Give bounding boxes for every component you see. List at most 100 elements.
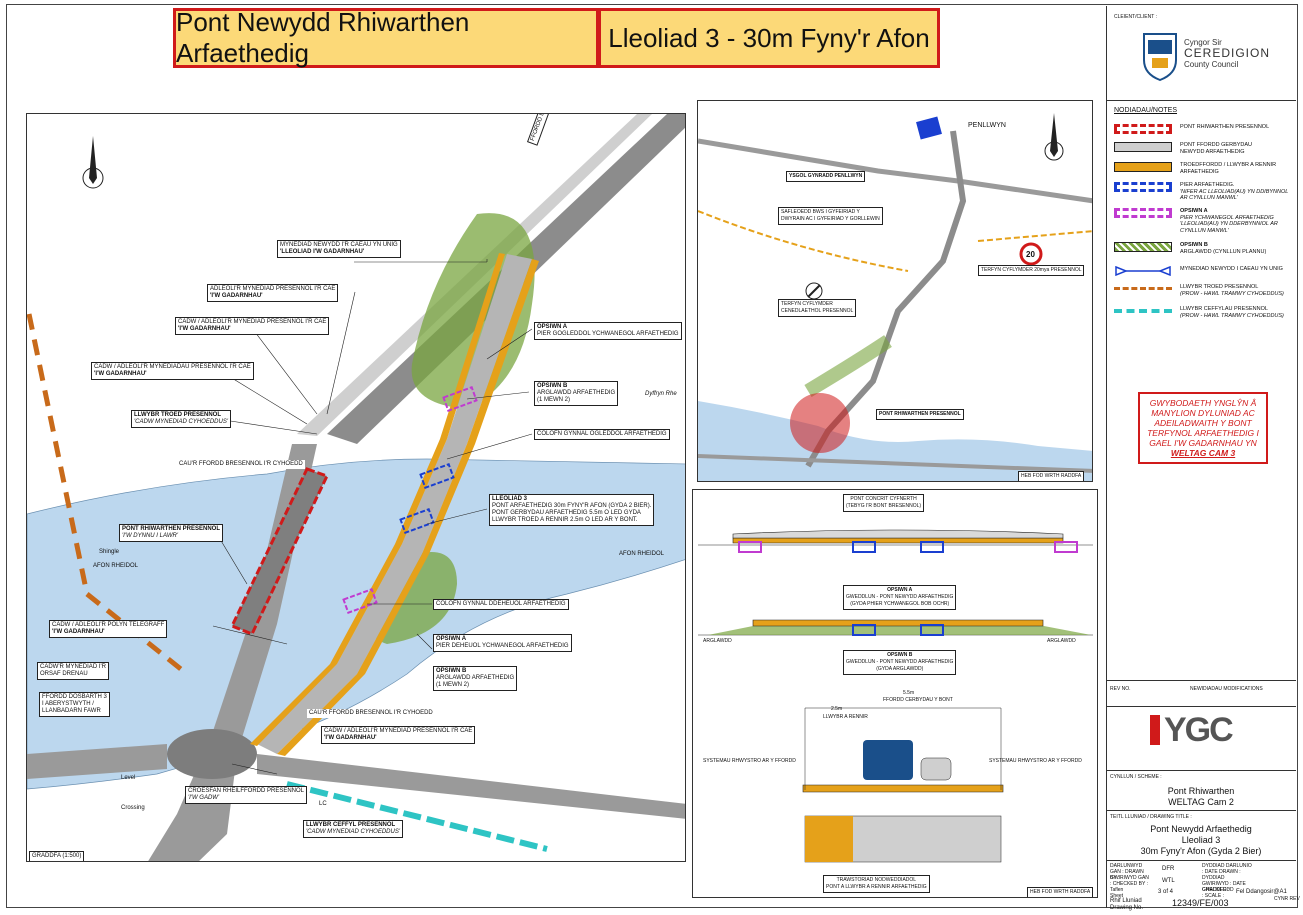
drawing-title-label-text: TEITL LLUNIAD / DRAWING TITLE : <box>1110 814 1192 820</box>
legend-item-existing-bridge: PONT RHIWARTHEN PRESENNOL <box>1114 124 1269 140</box>
sec-opt-b-title: OPSIWN B <box>887 652 913 658</box>
drawn-by-label: DARLUNWYD GAN : DRAWN BY : <box>1110 863 1150 881</box>
sec-title-text2: (TEBYG I'R BONT BRESENNOL) <box>846 503 922 509</box>
sec-no-scale-text: HEB FOD WRTH RADDFA <box>1030 889 1091 895</box>
label-colofn-s: COLOFN GYNNAL DDEHEUOL ARFAETHEDIG <box>433 599 569 610</box>
location-map-svg <box>698 101 1092 481</box>
label-level-text: Level <box>121 775 136 781</box>
rev-table-label: REV NO. <box>1110 686 1131 692</box>
sec-dim-llwybr-text: LLWYBR A RENNIR <box>823 714 868 720</box>
label-opsiwn-b2-title: OPSIWN B <box>436 668 467 674</box>
label-adleoli: ADLEOLI'R MYNEDIAD PRESENNOL I'R CAE'I'W… <box>207 284 339 302</box>
logo-line3: County Council <box>1184 60 1239 69</box>
legend-item-5-text: OPSIWN B <box>1180 242 1208 248</box>
drawing-no-label: Rhif Lluniad Drawing No. <box>1110 898 1156 912</box>
legend-item-4-text2: PIER YCHWANEGOL ARFAETHEDIG 'LLEOLIAD(AU… <box>1180 214 1278 234</box>
sec-title: PONT CONCRIT CYFNERTH(TEBYG I'R BONT BRE… <box>843 494 925 512</box>
pier-option-south <box>342 588 378 614</box>
legend-item-footpath: LLWYBR TROED PRESENNOL(PROW - HAWL TRAMW… <box>1114 284 1284 300</box>
label-croesfan-text: CROESFAN RHEILFFORDD PRESENNOL <box>188 788 305 794</box>
label-llwybr: LLWYBR TROED PRESENNOL'CADW MYNEDIAD CYH… <box>131 410 231 428</box>
loc-label-safle-text2: DWYRAIN AC I GYFEIRIAD Y GORLLEWIN <box>781 216 880 222</box>
loc-label-pont-text: PONT RHIWARTHEN PRESENNOL <box>879 411 961 417</box>
sec-rhwystro2-text: SYSTEMAU RHWYSTRO AR Y FFORDD <box>989 758 1082 764</box>
legend-item-access: MYNEDIAD NEWYDD I CAEAU YN UNIG <box>1114 266 1283 282</box>
tb-divider-2 <box>1106 680 1296 681</box>
mods-label: NEWIDIADAU MODIFICATIONS <box>1190 686 1263 692</box>
sec-rhwystro: SYSTEMAU RHWYSTRO AR Y FFORDD <box>703 758 796 764</box>
label-crossing: Crossing <box>119 804 147 813</box>
drawing3: 30m Fyny'r Afon (Gyda 2 Bier) <box>1140 846 1262 856</box>
label-cadw2-text: CADW / ADLEOLI'R MYNEDIADAU PRESENNOL I'… <box>94 364 251 370</box>
loc-road-main <box>698 138 1092 204</box>
sec-opt-a-text: GWEDDLUN - PONT NEWYDD ARFAETHEDIG <box>846 594 954 600</box>
client-label: CLEIENT/CLIENT : <box>1114 14 1157 20</box>
label-adleoli-sub: 'I'W GADARNHAU' <box>210 293 263 299</box>
main-site-plan[interactable]: FFORDD DOSBARTH 3 MYNEDIAD NEWYDD I'R CA… <box>26 113 686 862</box>
loc-label-terfyn20: TERFYN CYFLYMDER 20mya PRESENNOL <box>978 265 1085 276</box>
label-opsiwn-b-text2: (1 MEWN 2) <box>537 397 570 403</box>
label-cadw-polyn-text: CADW / ADLEOLI'R POLYN TELEGRAFF <box>52 622 165 628</box>
label-lleoliad-title: LLEOLIAD 3 <box>492 496 528 502</box>
legend-item-pier: PIER ARFAETHEDIG.'NIFER AC LLEOLIAD(AU) … <box>1114 182 1290 201</box>
label-croesfan-sub: 'I'W GADW' <box>188 795 220 801</box>
location-map[interactable]: PENLLWYN YSGOL GYNRADD PENLLWYN SAFLEOED… <box>697 100 1093 482</box>
north-arrow <box>82 136 104 189</box>
scheme2: WELTAG Cam 2 <box>1168 797 1234 807</box>
label-cadw1: CADW / ADLEOLI'R MYNEDIAD PRESENNOL I'R … <box>175 317 330 335</box>
label-ffordd3-text: FFORDD DOSBARTH 3 <box>42 694 107 700</box>
logo-line2: CEREDIGION <box>1184 46 1271 60</box>
label-cadw3-sub: 'I'W GADARNHAU' <box>324 735 377 741</box>
sec-rhwystro2: SYSTEMAU RHWYSTRO AR Y FFORDD <box>989 758 1082 764</box>
legend-item-3-text2: 'NIFER AC LLEOLIAD(AU) YN DDIBYNNOL AR C… <box>1180 188 1289 202</box>
title-left: Pont Newydd Rhiwarthen Arfaethedig <box>173 7 599 68</box>
sec-arglawdd-r: ARGLAWDD <box>1047 638 1076 644</box>
notice-text: GWYBODAETH YNGLŶN Â MANYLION DYLUNIAD AC… <box>1147 398 1259 448</box>
scale-tb-text: Fel Ddangosir@A1 <box>1236 889 1287 895</box>
legend-item-2-text2: ARFAETHEDIG <box>1180 168 1219 175</box>
loc-speed-number-text: 20 <box>1026 250 1035 259</box>
scheme-label: CYNLLUN / SCHEME : <box>1110 774 1162 780</box>
drawn-by-text: DFR <box>1162 866 1175 872</box>
logo-line1: Cyngor Sir <box>1184 38 1222 47</box>
drawing-title-label: TEITL LLUNIAD / DRAWING TITLE : <box>1110 814 1192 820</box>
tb-divider-6 <box>1106 860 1296 861</box>
label-llwybr-text: LLWYBR TROED PRESENNOL <box>134 412 222 418</box>
label-lc-text: LC <box>319 801 327 807</box>
crest-icon <box>1143 33 1177 82</box>
sec-cross-text2: PONT A LLWYBR A RENNIR ARFAETHEDIG <box>826 884 927 890</box>
title-block <box>1106 6 1296 908</box>
existing-bridge <box>229 467 330 636</box>
sections-panel[interactable]: PONT CONCRIT CYFNERTH(TEBYG I'R BONT BRE… <box>692 489 1098 898</box>
label-mynediad: MYNEDIAD NEWYDD I'R CAEAU YN UNIG'LLEOLI… <box>277 240 401 258</box>
sec-dim-w-text: 5.5m <box>903 690 915 696</box>
mods-text: NEWIDIADAU MODIFICATIONS <box>1190 686 1263 692</box>
sec-opt-a-text2: (GYDA PHIER YCHWANEGOL BOB OCHR) <box>850 601 950 607</box>
date-drawn-text: DYDDIAD DARLUNIO : DATE DRAWN : <box>1202 863 1252 875</box>
sec-dim-road-text: FFORDD CERBYDAU Y BONT <box>883 697 953 703</box>
sec-opt-b-text2: (GYDA ARGLAWDD) <box>876 666 924 672</box>
legend: PONT RHIWARTHEN PRESENNOL PONT FFORDD GE… <box>1110 124 1296 324</box>
ygc-logo-text: YGC <box>1164 710 1234 749</box>
label-cadw3: CADW / ADLEOLI'R MYNEDIAD PRESENNOL I'R … <box>321 726 476 744</box>
scale-tb: Fel Ddangosir@A1 <box>1236 889 1287 895</box>
label-cadw1-text: CADW / ADLEOLI'R MYNEDIAD PRESENNOL I'R … <box>178 319 327 325</box>
legend-item-bridleway: LLWYBR CEFFYLAU PRESENNOL(PROW - HAWL TR… <box>1114 306 1284 322</box>
legend-item-0-text: PONT RHIWARTHEN PRESENNOL <box>1180 124 1270 130</box>
tb-divider-5 <box>1106 810 1296 811</box>
label-opsiwn-a2-text: PIER DEHEUOL YCHWANEGOL ARFAETHEDIG <box>436 643 569 649</box>
sheet-label-text: Taflen Sheet <box>1110 887 1124 899</box>
checked-label-text: GWIRIWYD GAN : CHECKED BY : <box>1110 875 1149 887</box>
label-pont: PONT RHIWARTHEN PRESENNOL'I'W DYNNU I LA… <box>119 524 224 542</box>
label-cadw-polyn-sub: 'I'W GADARNHAU' <box>52 629 105 635</box>
label-cadw3-text: CADW / ADLEOLI'R MYNEDIAD PRESENNOL I'R … <box>324 728 473 734</box>
date-checked-text: DYDDIAD GWIRIWYD : DATE CHECKED : <box>1202 875 1246 893</box>
label-cadw-polyn: CADW / ADLEOLI'R POLYN TELEGRAFF'I'W GAD… <box>49 620 168 638</box>
notice-link[interactable]: WELTAG CAM 3 <box>1170 448 1236 458</box>
